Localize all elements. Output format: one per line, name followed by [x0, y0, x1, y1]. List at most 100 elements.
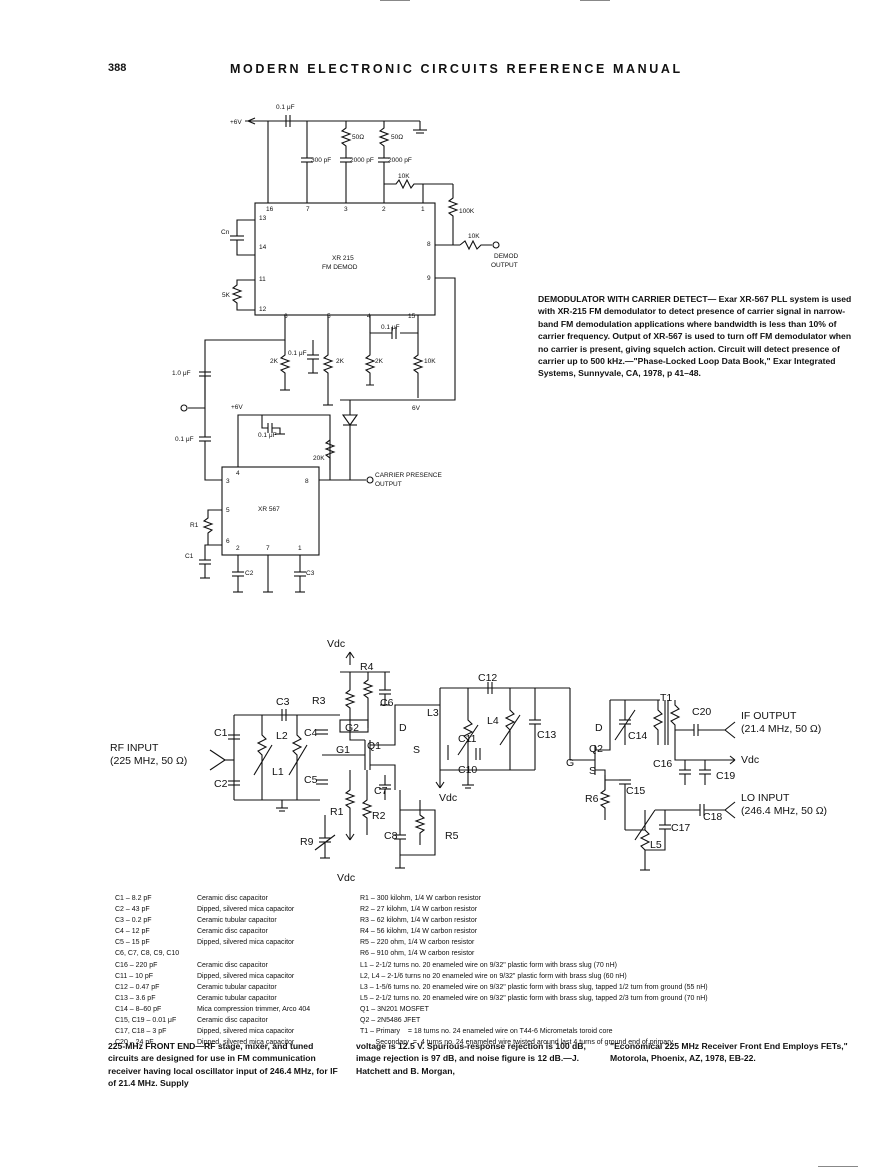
- label-vdc-top: Vdc: [327, 638, 346, 650]
- label-c10: C10: [458, 764, 478, 776]
- ic-xr215-name: XR 215: [332, 255, 354, 262]
- label-l1: L1: [272, 766, 284, 778]
- part-description: Dipped, silvered mica capacitor: [197, 972, 295, 980]
- label-2k-c: 2K: [375, 358, 383, 365]
- pin-9: 9: [427, 275, 431, 282]
- caption-front-end-col3: "Economical 225 MHz Receiver Front End E…: [610, 1041, 848, 1064]
- label-s1: S: [413, 744, 421, 756]
- label-q1: Q1: [367, 740, 382, 752]
- part-description: Ceramic tubular capacitor: [197, 983, 277, 991]
- part-description: Ceramic disc capacitor: [197, 928, 268, 936]
- part-description: Ceramic tubular capacitor: [197, 917, 277, 925]
- caption-front-end-title: 225-MHz FRONT END—: [108, 1041, 204, 1051]
- pin-567-1: 1: [298, 545, 302, 552]
- caption-front-end-col1: 225-MHz FRONT END—RF stage, mixer, and t…: [108, 1040, 346, 1090]
- label-c13: C13: [537, 729, 557, 741]
- label-2k-b: 2K: [336, 358, 344, 365]
- page-number: 388: [108, 62, 127, 74]
- label-c16: C16: [653, 758, 673, 770]
- label-r5: R5: [445, 830, 459, 842]
- part-id: C12 – 0.47 pF: [115, 983, 160, 991]
- label-c18: C18: [703, 811, 723, 823]
- label-rf-input-spec: (225 MHz, 50 Ω): [110, 755, 188, 767]
- pin-11: 11: [259, 276, 266, 283]
- part-id: C11 – 10 pF: [115, 972, 154, 980]
- label-5k: 5K: [222, 292, 230, 299]
- label-r3: R3: [312, 695, 326, 707]
- pin-14: 14: [259, 244, 267, 251]
- label-l3: L3: [427, 707, 439, 719]
- label-r1: R1: [190, 522, 199, 529]
- part-description: Mica compression trimmer, Arco 404: [197, 1005, 311, 1013]
- parts-row: C2 – 43 pF Dipped, silvered mica capacito…: [115, 904, 310, 915]
- label-2000pf-b: 2000 pF: [388, 157, 412, 164]
- parts-row: C1 – 8.2 pF Ceramic disc capacitor: [115, 893, 310, 904]
- pin-567-5: 5: [226, 507, 230, 514]
- label-c2-rf: C2: [214, 778, 228, 790]
- parts-list-capacitors: C1 – 8.2 pF Ceramic disc capacitor C2 – 43…: [115, 893, 310, 1048]
- label-c8: C8: [384, 830, 398, 842]
- caption-demodulator-body: Exar XR-567 PLL system is used with XR-2…: [538, 294, 852, 379]
- label-q2: Q2: [589, 743, 604, 755]
- label-01uf-c: 0.1 μF: [288, 350, 307, 357]
- part-description: Ceramic disc capacitor: [197, 895, 268, 902]
- label-plus6v-b: +6V: [231, 404, 243, 411]
- caption-demodulator: DEMODULATOR WITH CARRIER DETECT— Exar XR…: [538, 293, 854, 380]
- pin-567-2: 2: [236, 545, 240, 552]
- parts-row: R5 – 220 ohm, 1/4 W carbon resistor: [360, 939, 475, 947]
- pin-16: 16: [266, 206, 274, 213]
- label-lo-input-spec: (246.4 MHz, 50 Ω): [741, 805, 828, 817]
- label-c3: C3: [306, 570, 315, 577]
- pin-567-4: 4: [236, 470, 240, 477]
- ic-xr215-function: FM DEMOD: [322, 264, 358, 271]
- part-id: C2 – 43 pF: [115, 906, 150, 914]
- label-carrier-presence: CARRIER PRESENCE: [375, 472, 442, 479]
- label-c1-rf: C1: [214, 727, 228, 739]
- parts-row: L1 – 2-1/2 turns no. 20 enameled wire on…: [360, 961, 617, 969]
- label-l2: L2: [276, 730, 288, 742]
- parts-row: R6 – 910 ohm, 1/4 W carbon resistor: [360, 950, 475, 958]
- part-id: C5 – 15 pF: [115, 939, 150, 947]
- label-lo-input: LO INPUT: [741, 792, 790, 804]
- label-10k-b: 10K: [424, 358, 436, 365]
- label-plus6v: +6V: [230, 119, 242, 126]
- label-r6: R6: [585, 793, 599, 805]
- scan-mark-bottom: [818, 1166, 858, 1167]
- ic-xr567-name: XR 567: [258, 506, 280, 513]
- part-id: C16 – 220 pF: [115, 961, 158, 969]
- part-description: Dipped, silvered mica capacitor: [197, 1028, 295, 1036]
- label-g2: G2: [345, 722, 360, 734]
- part-description: Dipped, silvered mica capacitor: [197, 906, 295, 914]
- scan-mark-top-2: [580, 0, 610, 1]
- pin-567-6: 6: [226, 538, 230, 545]
- pin-1: 1: [421, 206, 425, 213]
- parts-row: Secondary = 4 turns no. 24 enameled wire…: [360, 1039, 674, 1047]
- part-description: Dipped, silvered mica capacitor: [197, 1039, 295, 1047]
- label-300pf: 300 pF: [311, 157, 332, 164]
- label-c15: C15: [626, 785, 646, 797]
- part-id: C15, C19 – 0.01 μF: [115, 1017, 177, 1025]
- label-c14: C14: [628, 730, 648, 742]
- part-id: C1 – 8.2 pF: [115, 895, 152, 902]
- label-2k-a: 2K: [270, 358, 278, 365]
- label-r2: R2: [372, 810, 386, 822]
- pin-6: 6: [284, 313, 288, 320]
- part-id: C6, C7, C8, C9, C10: [115, 950, 180, 958]
- pin-8: 8: [427, 241, 431, 248]
- label-c17: C17: [671, 822, 691, 834]
- label-demod: DEMOD: [494, 253, 519, 260]
- pin-5: 5: [327, 313, 331, 320]
- label-c2: C2: [245, 570, 254, 577]
- label-vdc-mid: Vdc: [439, 792, 458, 804]
- parts-row: C6, C7, C8, C9, C10: [115, 948, 310, 959]
- label-l4: L4: [487, 715, 499, 727]
- pin-567-8: 8: [305, 478, 309, 485]
- label-c20: C20: [692, 706, 712, 718]
- label-01uf-b: 0.1 μF: [381, 324, 400, 331]
- label-c5: C5: [304, 774, 318, 786]
- parts-row: Q2 – 2N5486 JFET: [360, 1017, 421, 1025]
